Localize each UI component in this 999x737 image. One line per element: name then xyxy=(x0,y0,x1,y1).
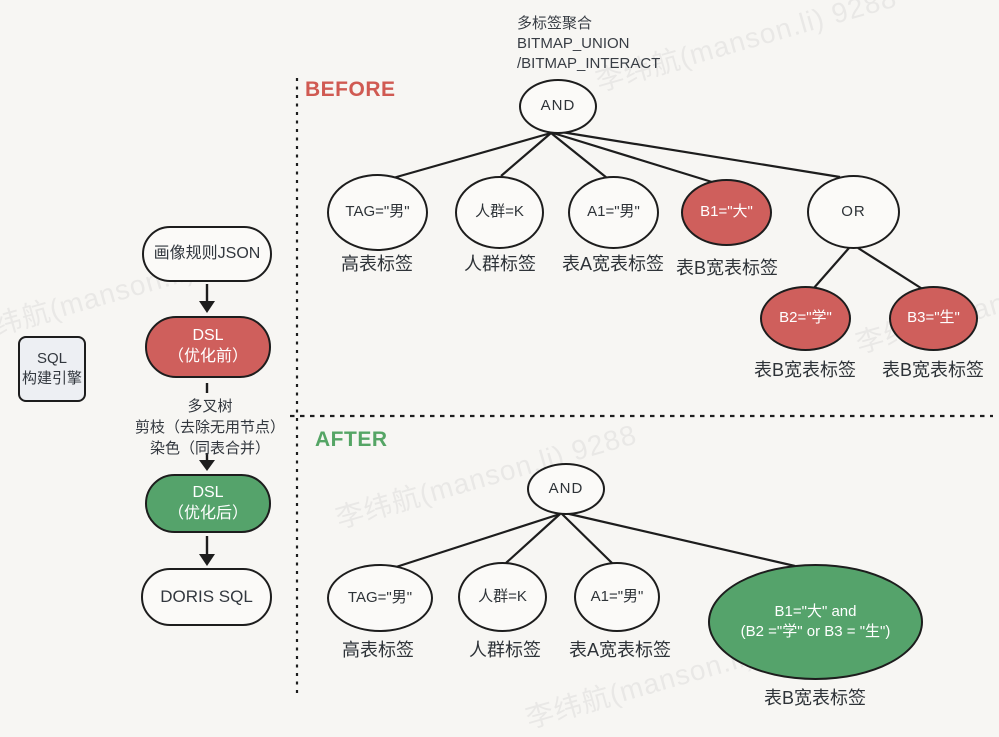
before-node-tag-text: TAG="男" xyxy=(345,203,410,221)
before-section-label: BEFORE xyxy=(305,78,396,101)
before-node-b2-caption: 表B宽表标签 xyxy=(753,360,857,380)
doris-label: DORIS SQL xyxy=(160,586,253,606)
sql-engine-line2: 构建引擎 xyxy=(21,370,82,387)
edge-before-root-a1 xyxy=(550,132,608,179)
after-node-crowd-caption: 人群标签 xyxy=(469,640,541,660)
sql-engine-line1: SQL xyxy=(36,349,67,367)
before-node-b2-text: B2="学" xyxy=(779,309,832,327)
before-node-crowd-text: 人群=K xyxy=(475,203,524,221)
pipeline-transform-note: 多叉树 剪枝（去除无用节点） 染色（同表合并） xyxy=(135,396,285,459)
before-node-b1: B1="大" xyxy=(681,179,772,246)
after-node-a1-text: A1="男" xyxy=(590,587,644,605)
edge-before-root-crowd xyxy=(500,132,552,177)
dsl-after-subtitle: （优化后） xyxy=(167,504,248,522)
after-node-merged: B1="大" and (B2 ="学" or B3 = "生") xyxy=(708,564,923,680)
arrow-note-dslafter-head xyxy=(199,460,215,471)
after-node-merged-line1: B1="大" and xyxy=(774,602,857,620)
note-line3: 染色（同表合并） xyxy=(149,440,271,457)
note-line1: 多叉树 xyxy=(187,398,233,415)
before-annotation: 多标签聚合 BITMAP_UNION /BITMAP_INTERACT xyxy=(517,14,660,74)
before-node-b3-caption: 表B宽表标签 xyxy=(881,360,985,380)
after-section-label: AFTER xyxy=(315,428,388,451)
edge-after-root-tag xyxy=(395,512,561,569)
annotation-line1: 多标签聚合 xyxy=(517,15,593,32)
after-node-crowd-text: 人群=K xyxy=(478,587,527,605)
edge-before-or-b2 xyxy=(812,247,850,290)
after-node-merged-line2: (B2 ="学" or B3 = "生") xyxy=(740,623,891,640)
dsl-before-title: DSL xyxy=(192,327,224,345)
after-node-crowd: 人群=K xyxy=(458,562,547,632)
after-node-a1-caption: 表A宽表标签 xyxy=(568,640,672,660)
pipeline-dsl-after-node: DSL （优化后） xyxy=(145,474,271,533)
edge-before-root-b1 xyxy=(552,131,713,184)
pipeline-doris-node: DORIS SQL xyxy=(141,568,272,626)
before-root-label: AND xyxy=(540,97,576,115)
before-node-tag-caption: 高表标签 xyxy=(341,254,413,274)
after-node-tag-text: TAG="男" xyxy=(347,588,413,606)
before-node-or: OR xyxy=(807,175,900,249)
pipeline-dsl-before-node: DSL （优化前） xyxy=(145,316,271,378)
before-node-or-text: OR xyxy=(841,202,866,220)
dsl-before-subtitle: （优化前） xyxy=(167,348,248,365)
before-root-and: AND xyxy=(519,79,597,134)
before-node-tag: TAG="男" xyxy=(327,174,428,251)
pipeline-json-node: 画像规则JSON xyxy=(142,226,272,282)
arrow-json-dslbefore-head xyxy=(199,301,215,313)
dsl-after-title: DSL xyxy=(192,483,224,501)
before-node-b1-text: B1="大" xyxy=(700,203,753,221)
edge-after-root-crowd xyxy=(505,513,561,564)
after-root-and: AND xyxy=(527,463,605,515)
annotation-line3: /BITMAP_INTERACT xyxy=(517,55,661,72)
sql-engine-box: SQL 构建引擎 xyxy=(18,336,86,402)
before-node-b3-text: B3="生" xyxy=(907,309,960,327)
edge-before-or-b3 xyxy=(857,247,925,291)
edge-after-root-a1 xyxy=(561,513,613,564)
annotation-line2: BITMAP_UNION xyxy=(517,35,630,52)
after-root-label: AND xyxy=(548,479,584,497)
connector-layer xyxy=(199,78,993,696)
note-line2: 剪枝（去除无用节点） xyxy=(134,419,286,436)
edge-after-root-merged xyxy=(564,511,796,568)
after-node-tag: TAG="男" xyxy=(327,564,433,632)
before-node-crowd-caption: 人群标签 xyxy=(464,254,536,274)
before-node-a1-text: A1="男" xyxy=(587,203,640,221)
edge-before-root-tag xyxy=(392,131,552,180)
before-node-a1-caption: 表A宽表标签 xyxy=(561,254,665,274)
before-node-crowd: 人群=K xyxy=(455,176,544,249)
before-node-a1: A1="男" xyxy=(568,176,659,249)
edge-before-root-or xyxy=(554,129,841,179)
after-node-tag-caption: 高表标签 xyxy=(342,640,414,660)
pipeline-json-label: 画像规则JSON xyxy=(153,244,261,262)
after-node-a1: A1="男" xyxy=(574,562,660,632)
before-node-b2: B2="学" xyxy=(760,286,851,351)
arrow-dslafter-doris-head xyxy=(199,554,215,566)
after-node-merged-caption: 表B宽表标签 xyxy=(763,688,867,708)
before-node-b3: B3="生" xyxy=(889,286,978,351)
before-node-b1-caption: 表B宽表标签 xyxy=(675,258,779,278)
